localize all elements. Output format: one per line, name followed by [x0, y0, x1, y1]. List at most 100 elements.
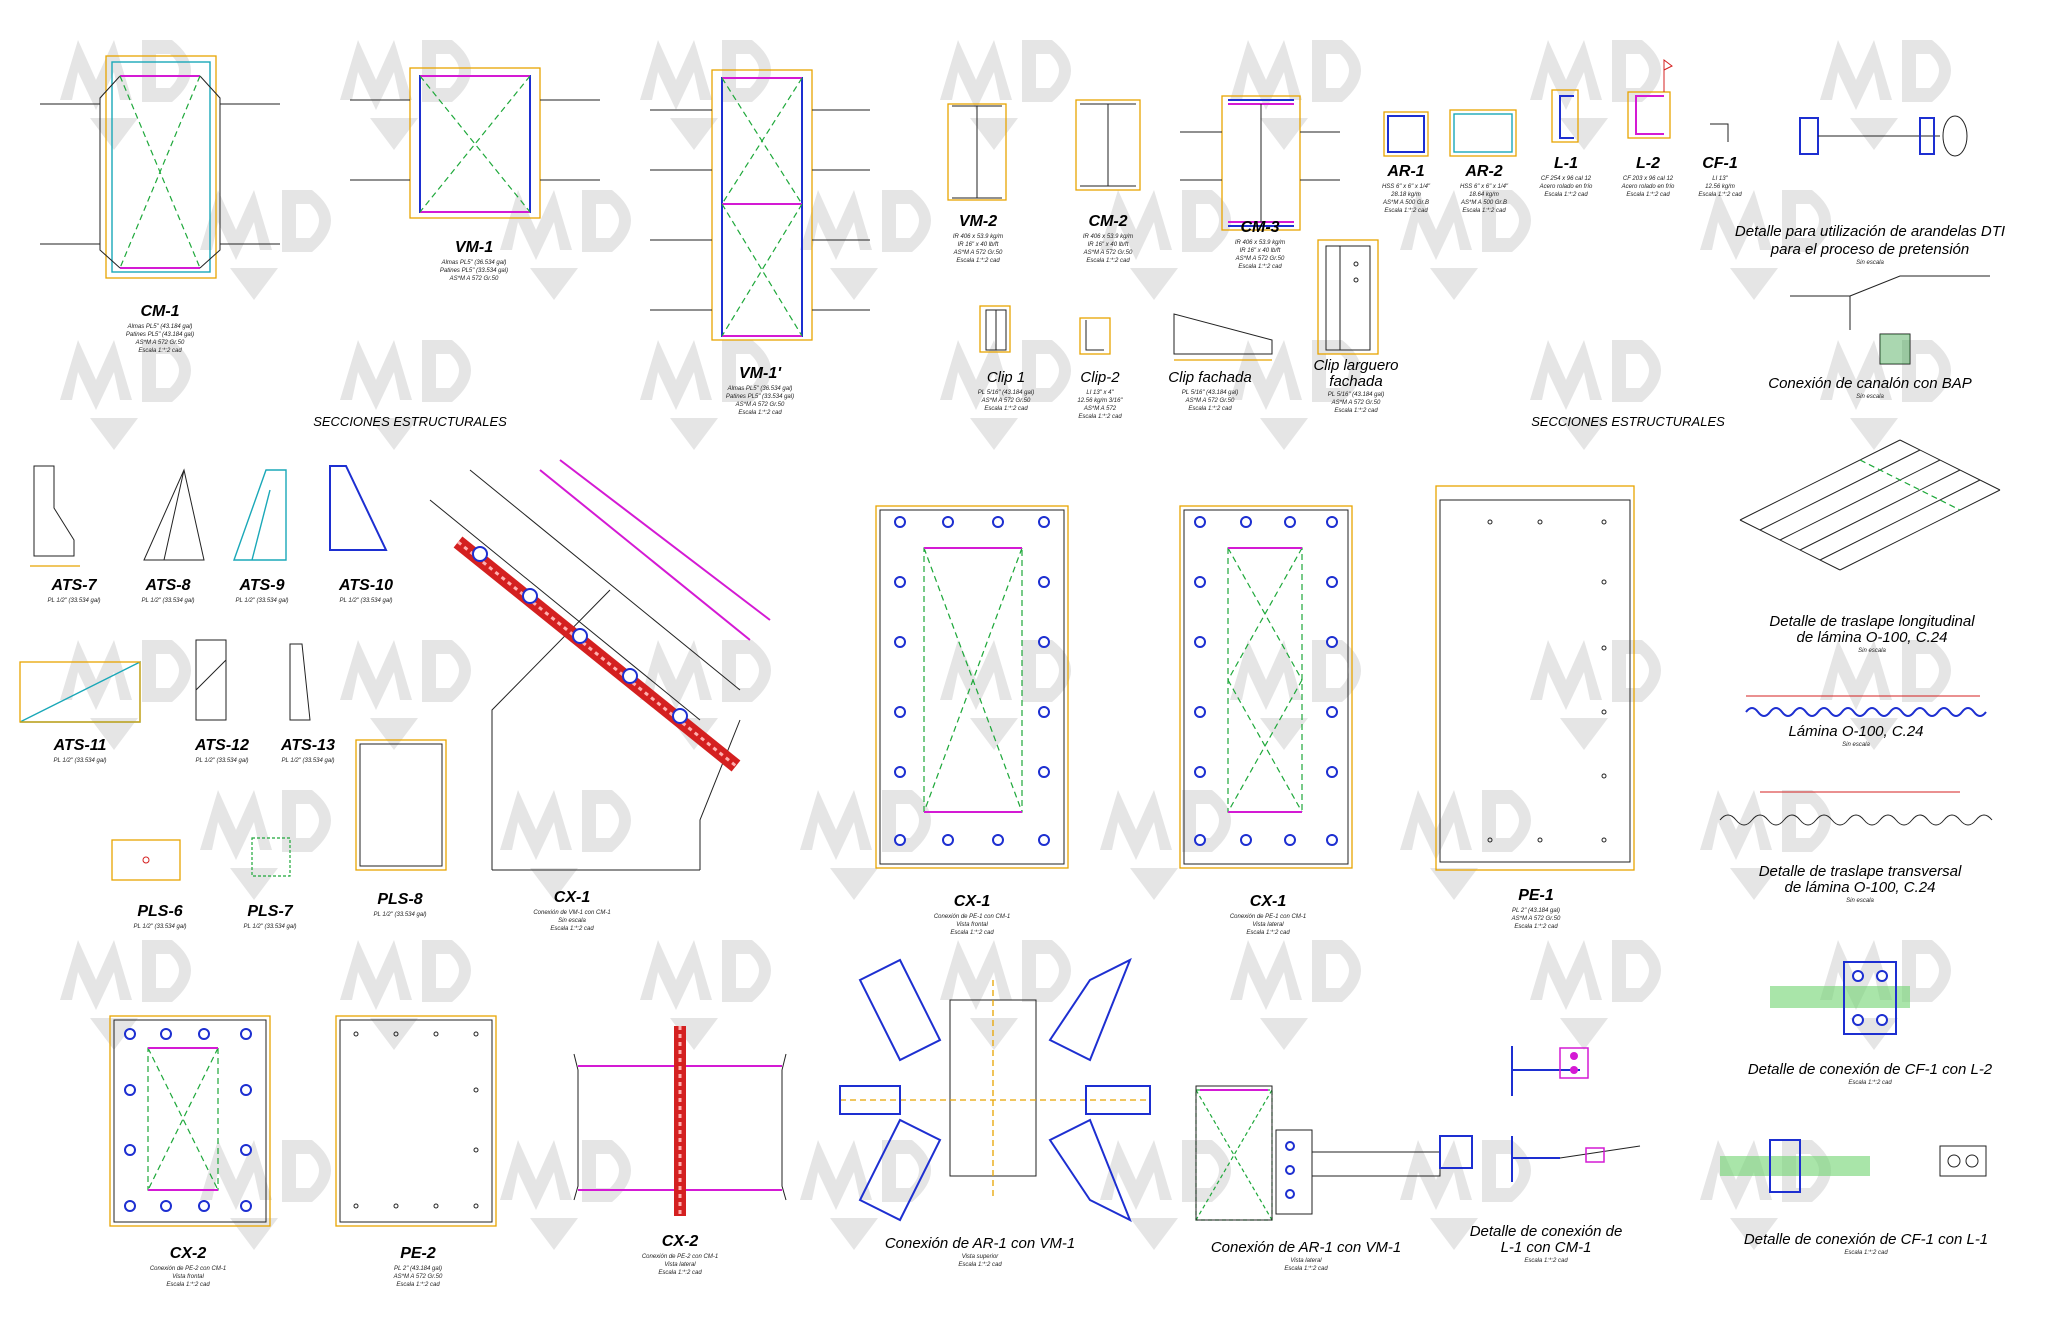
ats7-title: ATS-7: [50, 577, 97, 594]
cx2-side-view: CX-2 Conexión de PE-2 con CM-1 Vista lat…: [573, 1026, 787, 1276]
watermark-pattern: [60, 40, 1951, 1250]
ats10-title: ATS-10: [338, 577, 393, 594]
cm1-note-1: Almas PL5" (43.184 gal): [127, 324, 193, 330]
vm1b-note-2: Patines PL5" (33.534 gal): [726, 394, 794, 400]
clip2-note-4: Escala 1:*:2 cad: [1078, 414, 1122, 420]
ats7-plate: ATS-7: [30, 465, 98, 594]
pe1-title: PE-1: [1518, 887, 1554, 904]
ar1-vm1-top-view: Conexión de AR-1 con VM-1 Vista superior…: [839, 957, 1151, 1268]
l2-section: L-2 CF 203 x 96 cal 12 Acero rolado en f…: [1621, 59, 1675, 198]
cm3-note-4: Escala 1:*:2 cad: [1238, 264, 1282, 270]
traslape-trans-detail: Detalle de traslape transversal de lámin…: [1719, 791, 1993, 904]
l1-note-3: Escala 1:*:2 cad: [1544, 192, 1588, 198]
ar1-note-4: Escala 1:*:2 cad: [1384, 208, 1428, 214]
bap-detail: Conexión de canalón con BAP Sin escala: [1768, 275, 1990, 400]
clip-larguero-note-2: AS*M A 572 Gr.50: [1331, 400, 1381, 406]
pls8-title: PLS-8: [377, 891, 422, 908]
cm2-note-1: IR 406 x 53.9 kg/m: [1083, 234, 1133, 240]
clip2-detail: Clip-2 LI 13" x 4" 12.56 kg/m 3/16" AS*M…: [1077, 317, 1123, 420]
section-header-right: SECCIONES ESTRUCTURALES: [1531, 414, 1725, 429]
pe1-note-3: Escala 1:*:2 cad: [1514, 924, 1558, 930]
cx1-front-view: CX-1 Conexión de PE-1 con CM-1 Vista fro…: [875, 505, 1069, 936]
clip1-note-1: PL 5/16" (43.184 gal): [978, 390, 1034, 396]
pe1-note-2: AS*M A 572 Gr.50: [1511, 916, 1561, 922]
l2-note-3: Escala 1:*:2 cad: [1626, 192, 1670, 198]
cx2-front-title: CX-2: [170, 1245, 207, 1262]
lamina-title: Lámina O-100, C.24: [1788, 723, 1923, 740]
vm1-note-2: Patines PL5" (33.534 gal): [440, 268, 508, 274]
cx1-skew-title: CX-1: [554, 889, 591, 906]
ar1-vm1-side-note-2: Escala 1:*:2 cad: [1284, 1266, 1328, 1272]
traslape-long-title-1: Detalle de traslape longitudinal: [1769, 613, 1975, 630]
cm2-section: CM-2 IR 406 x 53.9 kg/m IR 16" x 40 lb/f…: [1075, 99, 1141, 264]
clip1-title: Clip 1: [987, 369, 1025, 386]
cm1-section: CM-1 Almas PL5" (43.184 gal) Patines PL5…: [40, 55, 280, 354]
cx1-skew-note-3: Escala 1:*:2 cad: [550, 926, 594, 932]
pe2-plate: PE-2 PL 2" (43.184 gal) AS*M A 572 Gr.50…: [335, 1015, 497, 1288]
cm1-note-3: AS*M A 572 Gr.50: [135, 340, 185, 346]
vm2-note-4: Escala 1:*:2 cad: [956, 258, 1000, 264]
bap-title: Conexión de canalón con BAP: [1768, 375, 1971, 392]
clip-fachada-title: Clip fachada: [1168, 369, 1251, 386]
vm1b-title: VM-1': [739, 365, 782, 382]
clip2-note-2: 12.56 kg/m 3/16": [1077, 398, 1123, 404]
clip-fachada-note-2: AS*M A 572 Gr.50: [1185, 398, 1235, 404]
ats12-note: PL 1/2" (33.534 gal): [195, 758, 248, 764]
ar1-vm1-side-view: Conexión de AR-1 con VM-1 Vista lateral …: [1195, 1085, 1473, 1272]
clip-fachada-detail: Clip fachada PL 5/16" (43.184 gal) AS*M …: [1168, 313, 1273, 412]
cx2-side-note-2: Vista lateral: [664, 1262, 696, 1268]
l1-cm1-title-2: L-1 con CM-1: [1501, 1239, 1592, 1256]
cm2-note-3: AS*M A 572 Gr.50: [1083, 250, 1133, 256]
ar1-vm1-top-note-1: Vista superior: [962, 1254, 1000, 1260]
vm2-section: VM-2 IR 406 x 53.9 kg/m IR 16" x 40 lb/f…: [947, 103, 1007, 264]
cx2-side-note-1: Conexión de PE-2 con CM-1: [642, 1254, 718, 1260]
cx1-skew-note-2: Sin escala: [558, 918, 586, 924]
cm2-title: CM-2: [1088, 213, 1127, 230]
pe1-plate: PE-1 PL 2" (43.184 gal) AS*M A 572 Gr.50…: [1435, 485, 1635, 930]
vm1-title: VM-1: [455, 239, 493, 256]
ats10-note-1: PL 1/2" (33.534 gal): [339, 598, 392, 604]
clip1-note-2: AS*M A 572 Gr.50: [981, 398, 1031, 404]
pe2-note-2: AS*M A 572 Gr.50: [393, 1274, 443, 1280]
cf1-note-2: 12.56 kg/m: [1705, 184, 1735, 190]
cm1-title: CM-1: [140, 303, 179, 320]
bap-note: Sin escala: [1856, 394, 1884, 400]
l1-note-2: Acero rolado en frío: [1539, 184, 1593, 190]
l2-note-2: Acero rolado en frío: [1621, 184, 1675, 190]
vm1b-note-1: Almas PL5" (36.534 gal): [727, 386, 793, 392]
pls6-title: PLS-6: [137, 903, 182, 920]
cx2-front-view: CX-2 Conexión de PE-2 con CM-1 Vista fro…: [109, 1015, 271, 1288]
ar1-vm1-side-title: Conexión de AR-1 con VM-1: [1211, 1239, 1401, 1256]
vm2-note-2: IR 16" x 40 lb/ft: [958, 242, 999, 248]
pls6-plate: PLS-6 PL 1/2" (33.534 gal): [111, 839, 187, 930]
ats11-title: ATS-11: [53, 737, 107, 754]
cm3-note-3: AS*M A 572 Gr.50: [1235, 256, 1285, 262]
cf1-l1-note: Escala 1:*:2 cad: [1844, 1250, 1888, 1256]
ar1-note-1: HSS 6" x 6" x 1/4": [1382, 184, 1431, 190]
l1-cm1-detail: Detalle de conexión de L-1 con CM-1 Esca…: [1470, 1046, 1641, 1264]
pls7-title: PLS-7: [247, 903, 293, 920]
section-header-left: SECCIONES ESTRUCTURALES: [313, 414, 507, 429]
pe2-title: PE-2: [400, 1245, 436, 1262]
ar1-note-3: AS*M A 500 Gr.B: [1382, 200, 1429, 206]
vm2-note-1: IR 406 x 53.9 kg/m: [953, 234, 1003, 240]
traslape-trans-title-1: Detalle de traslape transversal: [1759, 863, 1962, 880]
traslape-long-note: Sin escala: [1858, 648, 1886, 654]
pe2-note-1: PL 2" (43.184 gal): [394, 1266, 442, 1272]
dti-title-2: para el proceso de pretensión: [1770, 241, 1969, 258]
vm1-section: VM-1 Almas PL5" (36.534 gal) Patines PL5…: [350, 67, 600, 282]
cm1-note-4: Escala 1:*:2 cad: [138, 348, 182, 354]
pe2-note-3: Escala 1:*:2 cad: [396, 1282, 440, 1288]
cx2-front-note-2: Vista frontal: [172, 1274, 204, 1280]
cx2-side-title: CX-2: [662, 1233, 699, 1250]
dti-detail: Detalle para utilización de arandelas DT…: [1735, 115, 2005, 266]
clip-larguero-title-2: fachada: [1329, 373, 1382, 390]
ar1-vm1-top-note-2: Escala 1:*:2 cad: [958, 1262, 1002, 1268]
pls8-plate: PLS-8 PL 1/2" (33.534 gal): [355, 739, 447, 918]
cm3-note-2: IR 16" x 40 lb/ft: [1240, 248, 1281, 254]
clip2-title: Clip-2: [1080, 369, 1120, 386]
ar2-title: AR-2: [1464, 163, 1502, 180]
traslape-trans-title-2: de lámina O-100, C.24: [1785, 879, 1936, 896]
ats9-plate: ATS-9: [233, 469, 287, 594]
vm2-title: VM-2: [959, 213, 997, 230]
